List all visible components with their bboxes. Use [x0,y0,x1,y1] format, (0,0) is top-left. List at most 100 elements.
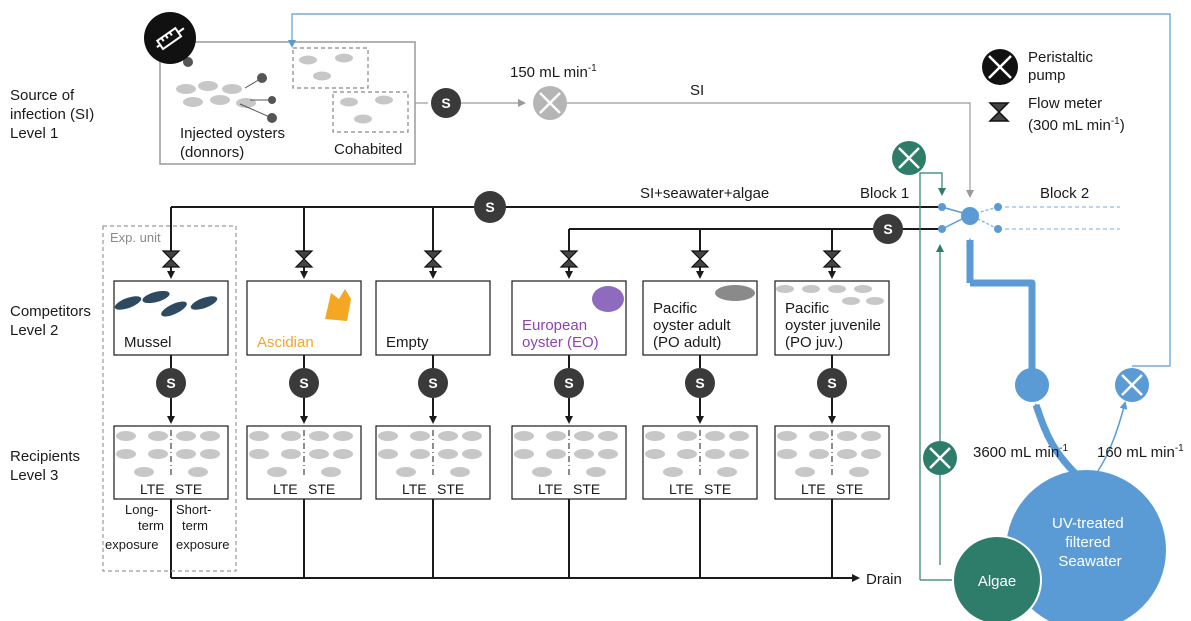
recipient-oyster-shape [514,449,534,459]
recipient-oyster-shape [333,431,353,441]
mussel-shape [114,296,142,310]
competitor-tank-label: Ascidian [257,334,314,351]
ste-label: STE [704,481,731,497]
recipient-oyster-shape [663,467,683,477]
si-label: SI [690,82,704,99]
sample-point-block2[interactable]: S [873,214,903,244]
algae-pump-top[interactable] [892,141,926,175]
exp-unit-label: Exp. unit [110,230,161,245]
flow-meter-icon [423,250,443,268]
recipient-oyster-shape [134,467,154,477]
svg-text:UV-treated filtered: UV-treated filtered Seawater [1052,515,1128,570]
sample-point[interactable]: S [289,368,319,398]
sample-point-block1[interactable]: S [474,191,506,223]
recipient-oyster-shape [176,431,196,441]
lte-label: LTE [402,481,427,497]
recipient-oyster-shape [705,449,725,459]
flow-meter-icon [161,250,181,268]
pacific-oyster-adult-shape [715,285,755,301]
competitor-tank: Ascidian [246,280,362,356]
lte-label: LTE [140,481,165,497]
svg-text:S: S [428,375,437,391]
donor-oysters [176,53,393,124]
recipient-oyster-shape [148,449,168,459]
competitor-tank-label: Empty [386,334,429,351]
algae-pump-bottom[interactable] [923,441,957,475]
recipient-oyster-shape [188,467,208,477]
svg-text:S: S [441,95,450,111]
flowmeter-legend-label: Flow meter (300 mL min-1) [1028,95,1125,134]
competitor-tank-label: Mussel [124,334,172,351]
cohabited-tank-bottom [332,91,409,133]
recipient-oyster-shape [598,431,618,441]
level3-row-label: Recipients Level 3 [10,448,84,484]
recipient-oyster-shape [309,449,329,459]
recipient-oyster-shape [116,449,136,459]
legend: Peristaltic pump Flow meter (300 mL min-… [982,49,1125,134]
flow-meter-icon [690,250,710,268]
recipient-tank: LTE STE [642,425,758,500]
long-term-exposure-label: Long- term exposure [105,502,168,552]
peristaltic-pump-si[interactable] [533,86,567,120]
recipient-oyster-shape [705,431,725,441]
recipient-oyster-shape [438,449,458,459]
recipient-oyster-shape [809,431,829,441]
lte-label: LTE [669,481,694,497]
pathogen-particles [183,57,277,123]
recipient-oyster-shape [176,449,196,459]
juvenile-oyster-shape [866,297,884,305]
sample-point[interactable]: S [817,368,847,398]
recipient-oyster-shape [677,449,697,459]
juvenile-oyster-shape [828,285,846,293]
sample-point[interactable]: S [156,368,186,398]
recipient-oyster-shape [645,431,665,441]
svg-text:S: S [883,221,892,237]
mussel-shape [142,290,170,304]
recipient-oyster-shape [717,467,737,477]
recipient-oyster-shape [586,467,606,477]
source-of-infection-box: Injected oysters (donnors) Cohabited [159,41,416,165]
recipient-oyster-shape [861,449,881,459]
lte-label: LTE [538,481,563,497]
recipient-oyster-shape [378,449,398,459]
competitor-tank: Empty [375,280,491,356]
recipient-oyster-shape [677,431,697,441]
recipient-oyster-shape [321,467,341,477]
mix-label: SI+seawater+algae [640,185,769,202]
svg-text:S: S [299,375,308,391]
sample-point-level1[interactable]: S [431,88,461,118]
ste-label: STE [308,481,335,497]
donors-label: Injected oysters (donnors) [180,125,289,161]
sample-point[interactable]: S [554,368,584,398]
level2-row-label: Competitors Level 2 [10,303,95,339]
flowmeter-legend-icon [988,102,1010,122]
recipient-oyster-shape [849,467,869,477]
short-term-exposure-label: Short- term exposure [176,502,229,552]
seawater-main-pump[interactable] [1015,368,1049,402]
sample-point[interactable]: S [685,368,715,398]
flow-meter-icon [294,250,314,268]
mixing-hub [938,203,1120,233]
recipient-oyster-shape [378,431,398,441]
seawater-si-pump[interactable] [1115,368,1149,402]
juvenile-oyster-shape [776,285,794,293]
recipient-oyster-shape [309,431,329,441]
recipient-oyster-shape [200,449,220,459]
european-oyster-shape [592,286,624,312]
recipient-oyster-shape [438,431,458,441]
recipient-oyster-shape [574,431,594,441]
recipient-oyster-shape [795,467,815,477]
recipient-oyster-shape [532,467,552,477]
recipient-oyster-shape [837,431,857,441]
juvenile-oyster-shape [842,297,860,305]
sample-point[interactable]: S [418,368,448,398]
